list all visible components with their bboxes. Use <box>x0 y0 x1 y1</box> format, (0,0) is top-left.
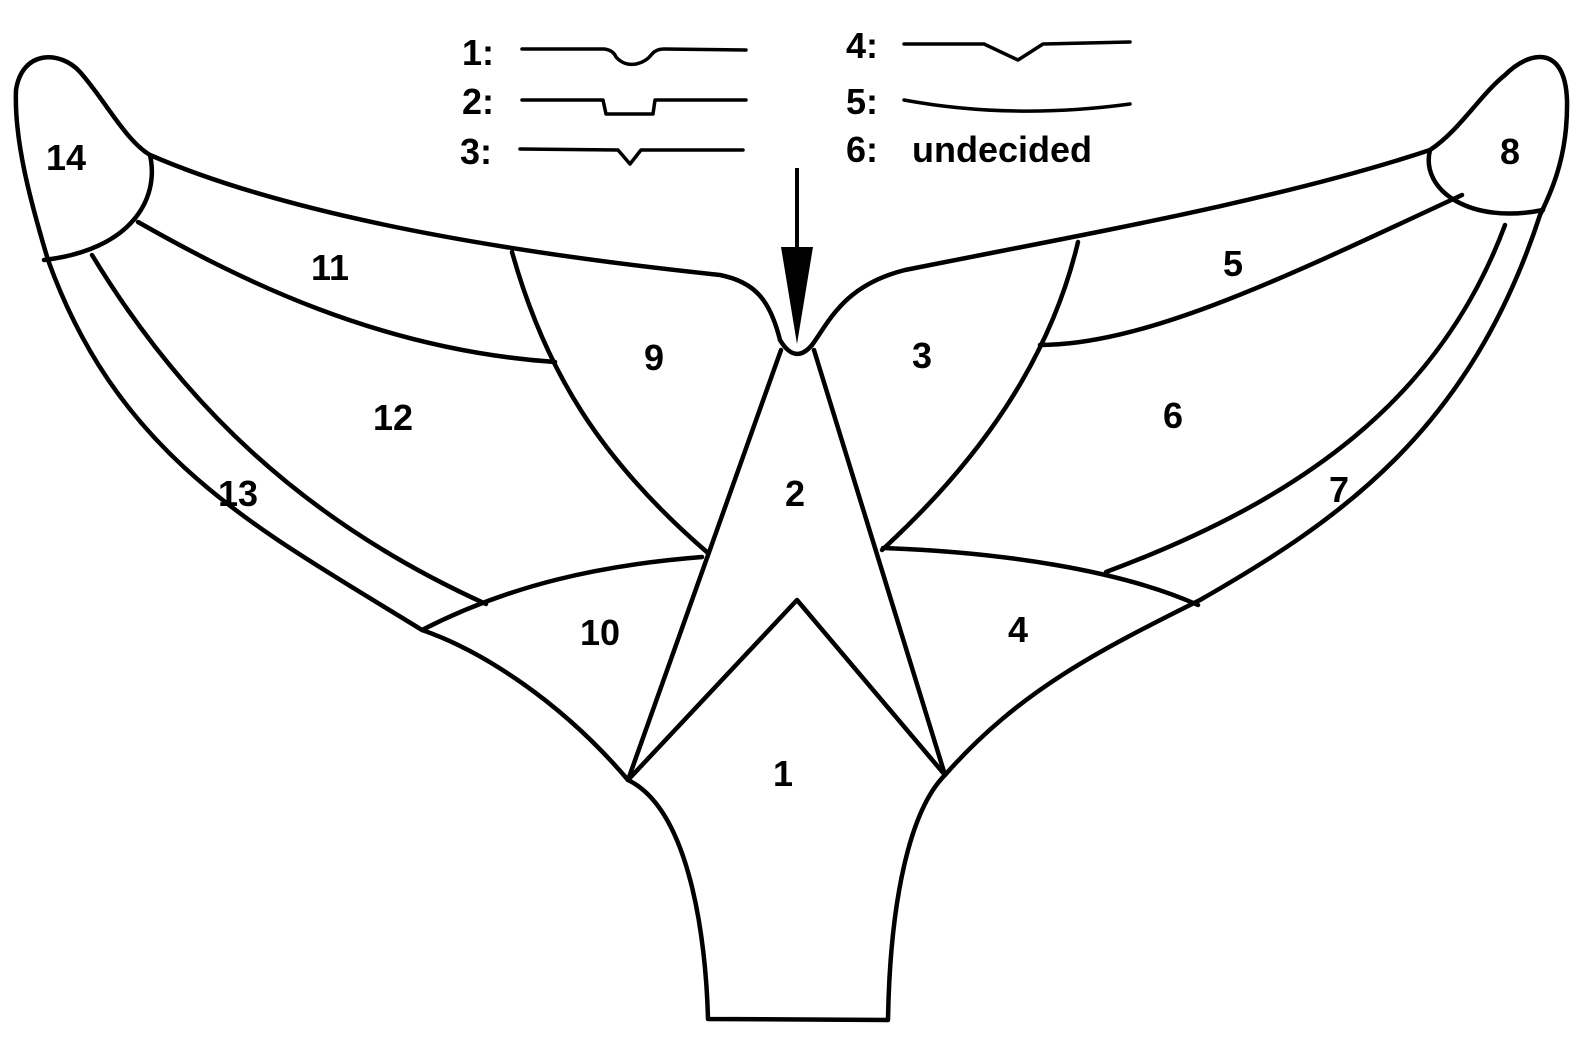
legend-item-3: 3: <box>460 131 745 172</box>
boundary-11-12 <box>135 219 558 365</box>
boundary-3 <box>879 239 1081 553</box>
region-label-14: 14 <box>46 137 86 178</box>
region-label-8: 8 <box>1500 131 1520 172</box>
boundary-4 <box>880 545 1201 608</box>
boundary-12-13 <box>89 252 489 607</box>
boundary-6-7 <box>1103 222 1508 575</box>
legend-item-6: 6: undecided <box>846 129 1092 170</box>
region-label-11: 11 <box>311 247 349 288</box>
smooth-curve-icon <box>902 98 1132 113</box>
region-label-7: 7 <box>1329 469 1349 510</box>
legend-key-6: 6: <box>846 129 878 170</box>
notch-legend: 1: 2: 3: 4: 5: 6: undecided <box>460 25 1132 172</box>
fluke-silhouette <box>13 54 1570 1023</box>
boundary-9 <box>509 249 711 556</box>
region-label-13: 13 <box>218 473 258 514</box>
legend-key-4: 4: <box>846 25 878 66</box>
boundary-8 <box>1426 147 1546 216</box>
legend-item-4: 4: <box>846 25 1132 66</box>
region-label-12: 12 <box>373 397 413 438</box>
legend-key-5: 5: <box>846 81 878 122</box>
boundary-5-6 <box>1037 192 1465 348</box>
legend-key-2: 2: <box>462 81 494 122</box>
boundary-10 <box>419 554 705 633</box>
region-label-6: 6 <box>1163 395 1183 436</box>
legend-key-3: 3: <box>460 131 492 172</box>
down-arrow-icon <box>781 168 813 344</box>
rounded-notch-icon <box>520 47 748 67</box>
region-label-9: 9 <box>644 337 664 378</box>
square-notch-icon <box>520 98 748 116</box>
small-v-notch-icon <box>518 147 745 166</box>
legend-undecided-text: undecided <box>912 129 1092 170</box>
region-label-5: 5 <box>1223 243 1243 284</box>
legend-item-2: 2: <box>462 81 748 122</box>
region-labels: 1 2 3 4 5 6 7 8 9 10 11 12 13 14 <box>46 131 1520 794</box>
region-label-4: 4 <box>1008 609 1028 650</box>
boundary-14 <box>41 152 155 263</box>
legend-key-1: 1: <box>462 32 494 73</box>
region-label-3: 3 <box>912 335 932 376</box>
legend-item-1: 1: <box>462 32 748 73</box>
fluke-outline <box>13 54 1570 1023</box>
legend-item-5: 5: <box>846 81 1132 122</box>
region-label-2: 2 <box>785 473 805 514</box>
region-label-10: 10 <box>580 612 620 653</box>
boundary-2 <box>625 347 948 783</box>
region-label-1: 1 <box>773 753 793 794</box>
wide-v-notch-icon <box>902 40 1132 62</box>
